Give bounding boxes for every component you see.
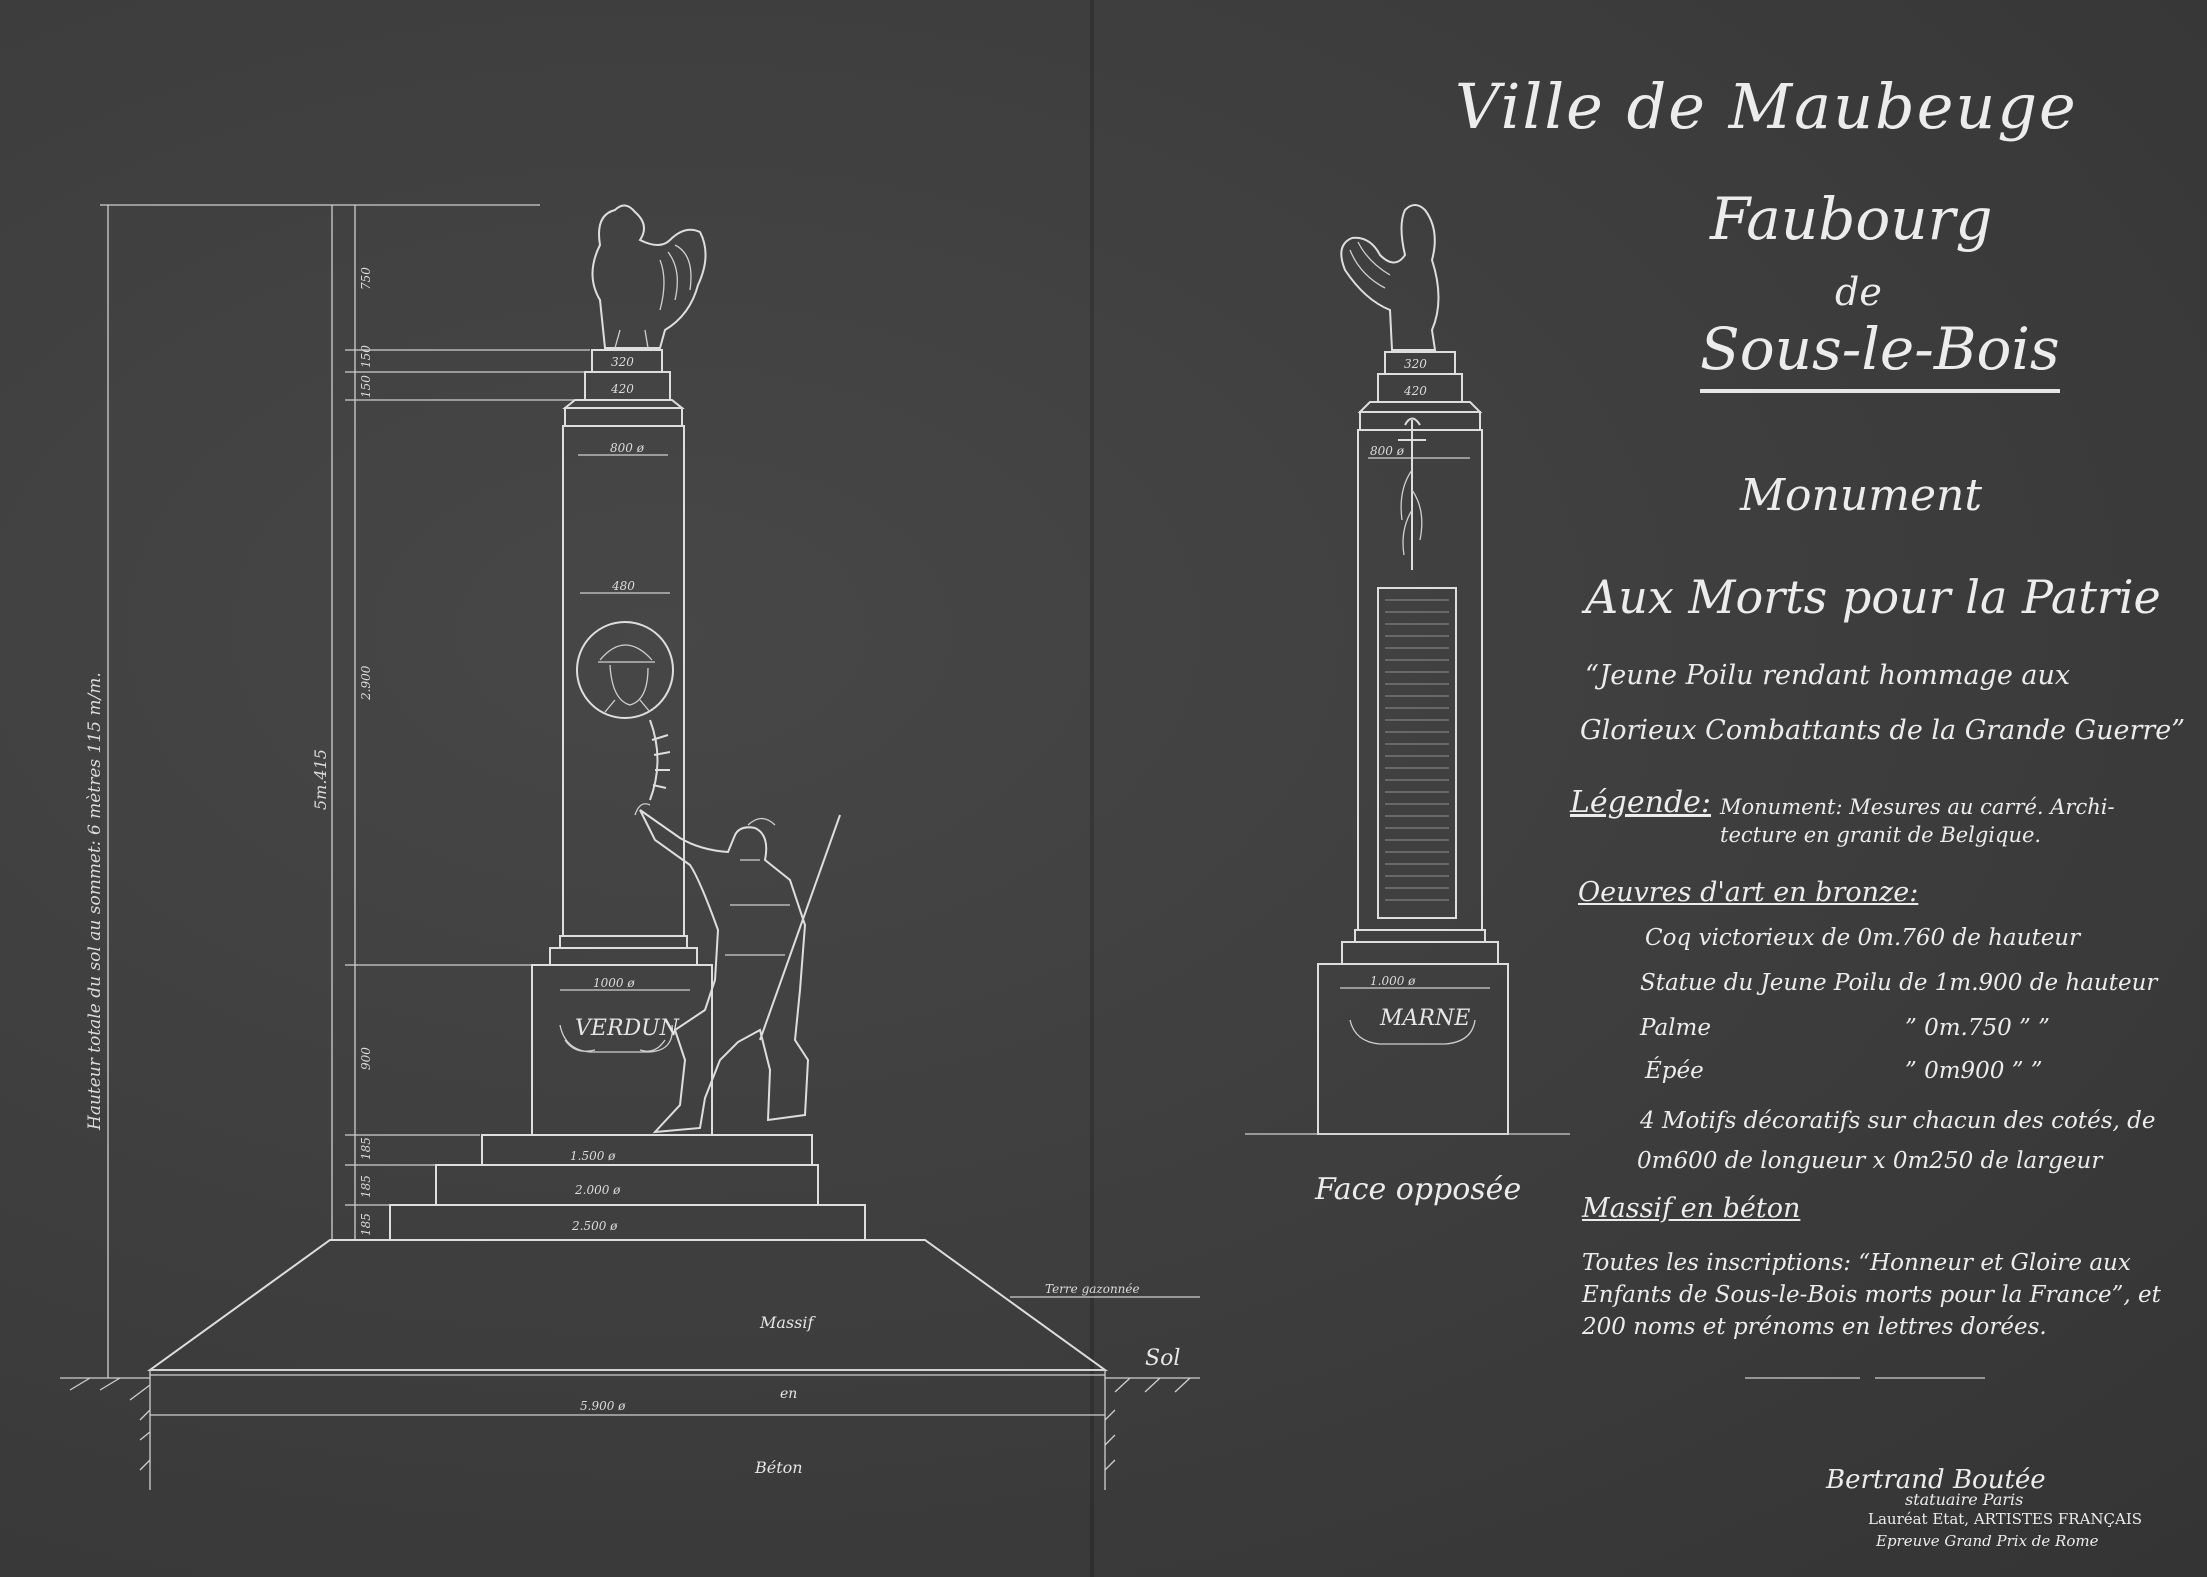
item-epee: Épée: [1645, 1058, 1704, 1084]
legend-label: Légende:: [1570, 785, 1712, 820]
dim-5900: 5.900 ø: [580, 1399, 626, 1413]
oeuvres-title: Oeuvres d'art en bronze:: [1578, 877, 1919, 908]
paper-fold: [1090, 0, 1094, 1577]
title-faubourg: Faubourg: [1710, 185, 1993, 253]
massif-title: Massif en béton: [1582, 1193, 1801, 1224]
title-ville: Ville de Maubeuge: [1455, 70, 2078, 143]
total-height-label: Hauteur totale du sol au sommet: 6 mètre…: [85, 672, 105, 1131]
item-palme: Palme: [1640, 1015, 1711, 1041]
item-motifs-dims: 0m600 de longueur x 0m250 de largeur: [1637, 1148, 2103, 1174]
signature-prix: Epreuve Grand Prix de Rome: [1876, 1532, 2099, 1550]
verdun-wreath: VERDUN: [559, 1016, 680, 1053]
item-motifs: 4 Motifs décoratifs sur chacun des cotés…: [1640, 1108, 2156, 1134]
dim-5415: 5m.415: [311, 749, 330, 810]
en-label: en: [780, 1386, 797, 1402]
marne-wreath: MARNE: [1349, 1006, 1476, 1045]
terre-gazonnee: Terre gazonnée: [1045, 1282, 1140, 1296]
signature-role: statuaire Paris: [1905, 1490, 2024, 1509]
dim-185a: 185: [359, 1137, 373, 1160]
dim-420-front: 420: [610, 382, 634, 396]
heading-aux-morts: Aux Morts pour la Patrie: [1585, 570, 2161, 624]
item-statue: Statue du Jeune Poilu de 1m.900 de haute…: [1640, 970, 2158, 996]
dim-900: 900: [359, 1047, 373, 1070]
dim-320-front: 320: [611, 355, 634, 369]
massif-label: Massif: [759, 1313, 816, 1332]
rooster-front: [591, 204, 707, 349]
dim-320-back: 320: [1404, 357, 1427, 371]
item-coq: Coq victorieux de 0m.760 de hauteur: [1645, 925, 2081, 951]
dim-800-back: 800 ø: [1370, 444, 1405, 458]
dim-1000-back: 1.000 ø: [1370, 974, 1416, 988]
legend-line-1: Monument: Mesures au carré. Archi-: [1720, 795, 2115, 819]
verdun-text: VERDUN: [575, 1016, 680, 1041]
dim-1000-front: 1000 ø: [593, 976, 635, 990]
inscriptions-line-1: Toutes les inscriptions: “Honneur et Glo…: [1582, 1250, 2131, 1276]
dim-750: 750: [359, 267, 373, 290]
dim-800-front: 800 ø: [610, 441, 645, 455]
dim-150a: 150: [359, 345, 373, 368]
signature-name: Bertrand Boutée: [1826, 1465, 2046, 1495]
heading-monument: Monument: [1740, 470, 1982, 521]
title-de: de: [1835, 270, 1882, 314]
dim-480-front: 480: [611, 579, 635, 593]
dim-2000-front: 2.000 ø: [574, 1183, 621, 1197]
legend-line-2: tecture en granit de Belgique.: [1720, 823, 2042, 847]
inscriptions-line-2: Enfants de Sous-le-Bois morts pour la Fr…: [1582, 1282, 2161, 1308]
quote-line-2: Glorieux Combattants de la Grande Guerre…: [1580, 715, 2186, 746]
dim-150b: 150: [359, 375, 373, 398]
dim-185b: 185: [359, 1175, 373, 1198]
rooster-back: [1340, 204, 1440, 351]
front-elevation: 320 420 800 ø 480 1000 ø: [60, 204, 1200, 1490]
beton-label: Béton: [754, 1458, 803, 1477]
dim-2500-front: 2.500 ø: [571, 1219, 618, 1233]
title-sous-le-bois: Sous-le-Bois: [1700, 315, 2060, 393]
quote-line-1: “Jeune Poilu rendant hommage aux: [1585, 660, 2071, 691]
poilu-medallion: [576, 621, 674, 719]
sol-label: Sol: [1145, 1346, 1180, 1371]
item-palme-dim: ” 0m.750 ” ”: [1905, 1015, 2050, 1041]
poilu-statue: [634, 803, 841, 1134]
dim-420-back: 420: [1403, 384, 1427, 398]
dim-185c: 185: [359, 1213, 373, 1236]
name-list-lines: [1385, 599, 1449, 901]
face-opposee-caption: Face opposée: [1315, 1172, 1522, 1207]
inscriptions-line-3: 200 noms et prénoms en lettres dorées.: [1582, 1314, 2047, 1340]
marne-text: MARNE: [1379, 1006, 1470, 1031]
item-epee-dim: ” 0m900 ” ”: [1905, 1058, 2043, 1084]
dim-1500-front: 1.500 ø: [570, 1149, 616, 1163]
signature-laureat: Lauréat Etat, ARTISTES FRANÇAIS: [1868, 1510, 2143, 1528]
back-elevation: 320 420 800 ø: [1245, 204, 1570, 1135]
dim-2900: 2.900: [359, 665, 373, 701]
